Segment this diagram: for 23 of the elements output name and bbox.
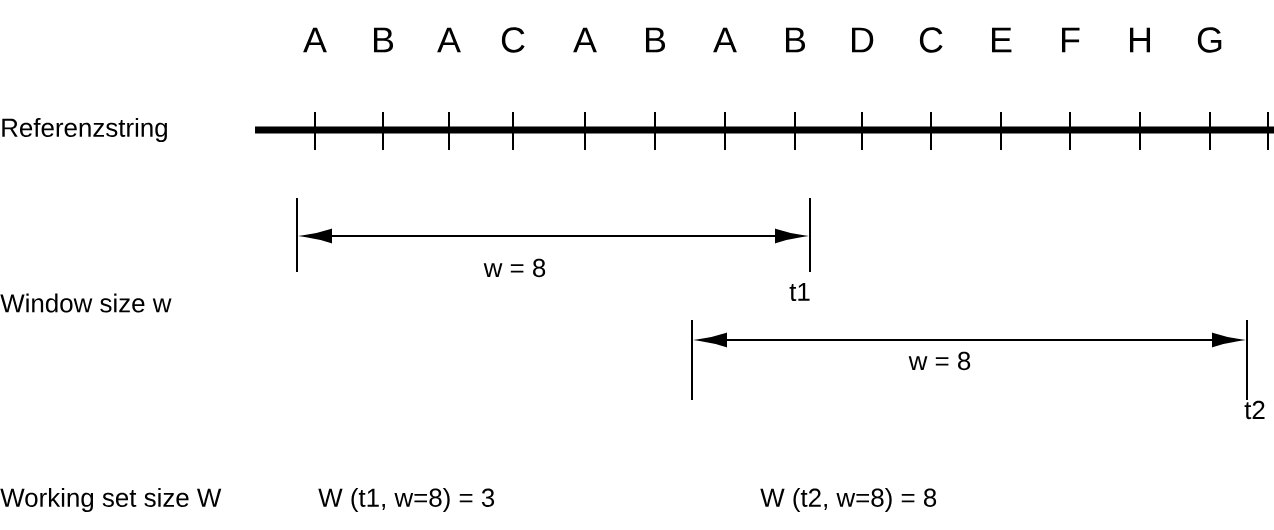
sequence-letter: A xyxy=(573,27,597,53)
sequence-letter: B xyxy=(374,27,394,53)
sequence-letter: G xyxy=(1197,27,1222,53)
sequence-letter: E xyxy=(992,27,1012,53)
sequence-letter: A xyxy=(303,27,327,53)
result-label: W (t1, w=8) = 3 xyxy=(318,487,495,513)
time-label: t1 xyxy=(789,282,810,301)
sequence-letter: F xyxy=(1062,27,1080,53)
sequence-letter: H xyxy=(1130,27,1150,53)
sequence-letter: C xyxy=(919,27,943,53)
sequence-letter: B xyxy=(786,27,806,53)
sequence-letter: D xyxy=(852,27,874,53)
result-label: W (t2, w=8) = 8 xyxy=(760,487,937,513)
dimension-label: w = 8 xyxy=(908,351,971,371)
axis-label: Referenzstring xyxy=(2,117,167,143)
sequence-letter: A xyxy=(437,27,461,53)
sequence-letter: A xyxy=(713,27,737,53)
dimension-label: w = 8 xyxy=(483,258,546,278)
sequence-letter: B xyxy=(646,27,666,53)
time-label: t2 xyxy=(1244,400,1265,420)
row-label: Working set size W xyxy=(0,487,222,513)
sequence-letter: C xyxy=(501,27,525,53)
row-label: Window size w xyxy=(0,293,172,313)
